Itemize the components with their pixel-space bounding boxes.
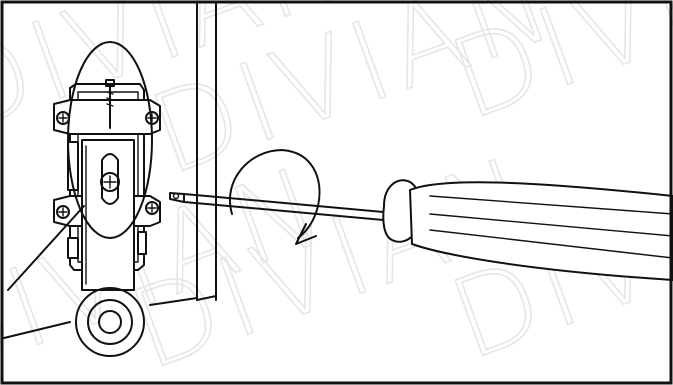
adjustment-screw-icon xyxy=(101,173,119,191)
watermark-text: DIVIAN xyxy=(435,0,673,144)
